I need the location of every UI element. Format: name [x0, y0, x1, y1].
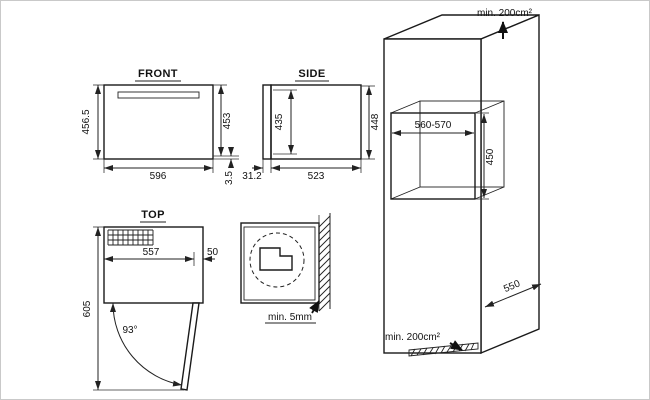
- dim-side-inner-height: 435: [274, 113, 285, 130]
- side-outline: [270, 84, 362, 160]
- top-outline: [103, 226, 204, 304]
- wall-hatching: [318, 215, 331, 312]
- niche-clearance-detail: min. 5mm: [240, 213, 331, 324]
- detail-focus-circle: [249, 232, 305, 288]
- dim-clearance-gap: min. 5mm: [268, 312, 312, 323]
- side-view-title: SIDE: [298, 68, 325, 80]
- front-outline: [103, 84, 214, 160]
- dim-front-width: 596: [150, 171, 167, 182]
- dim-top-depth-open: 605: [82, 300, 93, 317]
- top-view: TOP 557 50 93° 605: [82, 209, 219, 391]
- side-door-section: [262, 84, 272, 160]
- dim-front-foot: 3.5: [224, 171, 235, 185]
- vent-bottom-label: min. 200cm²: [385, 332, 441, 343]
- dim-line-cabinet-depth: [484, 283, 542, 308]
- vent-top-label: min. 200cm²: [477, 8, 533, 19]
- detail-hinge-shape: [259, 247, 293, 271]
- dim-top-side: 50: [207, 247, 219, 258]
- dim-side-height: 448: [370, 113, 381, 130]
- airflow-bottom-arrow: [449, 340, 463, 351]
- detail-appliance-outline: [243, 226, 316, 301]
- cabinet-isometric-view: 560-570 450 550 min. 200cm² min. 200cm²: [383, 8, 542, 357]
- top-view-title: TOP: [141, 209, 165, 221]
- dim-front-height-right: 453: [222, 112, 233, 129]
- dim-niche-height: 450: [485, 148, 496, 165]
- niche-opening: [390, 112, 476, 200]
- dim-top-width: 557: [143, 247, 160, 258]
- dim-top-angle: 93°: [122, 325, 137, 336]
- front-view: FRONT 456.5 453 3.5 596: [81, 68, 239, 185]
- niche-back-wall: [419, 100, 505, 188]
- top-vent-grid: [107, 229, 154, 246]
- dim-side-door: 31.2: [242, 171, 262, 182]
- dim-side-depth: 523: [308, 171, 325, 182]
- cabinet-side-face: [480, 13, 540, 355]
- top-open-door: [180, 302, 200, 391]
- door-swing-arc: [109, 302, 183, 387]
- side-view: SIDE 435 448 31.2 523: [242, 68, 381, 182]
- front-display-slot: [117, 91, 200, 99]
- front-view-title: FRONT: [138, 68, 178, 80]
- detail-niche-outline: [240, 222, 320, 304]
- dim-front-height-total: 456.5: [81, 109, 92, 134]
- dim-niche-width: 560-570: [415, 120, 452, 131]
- clearance-arrow: [309, 300, 320, 314]
- cabinet-front-face: [383, 38, 482, 354]
